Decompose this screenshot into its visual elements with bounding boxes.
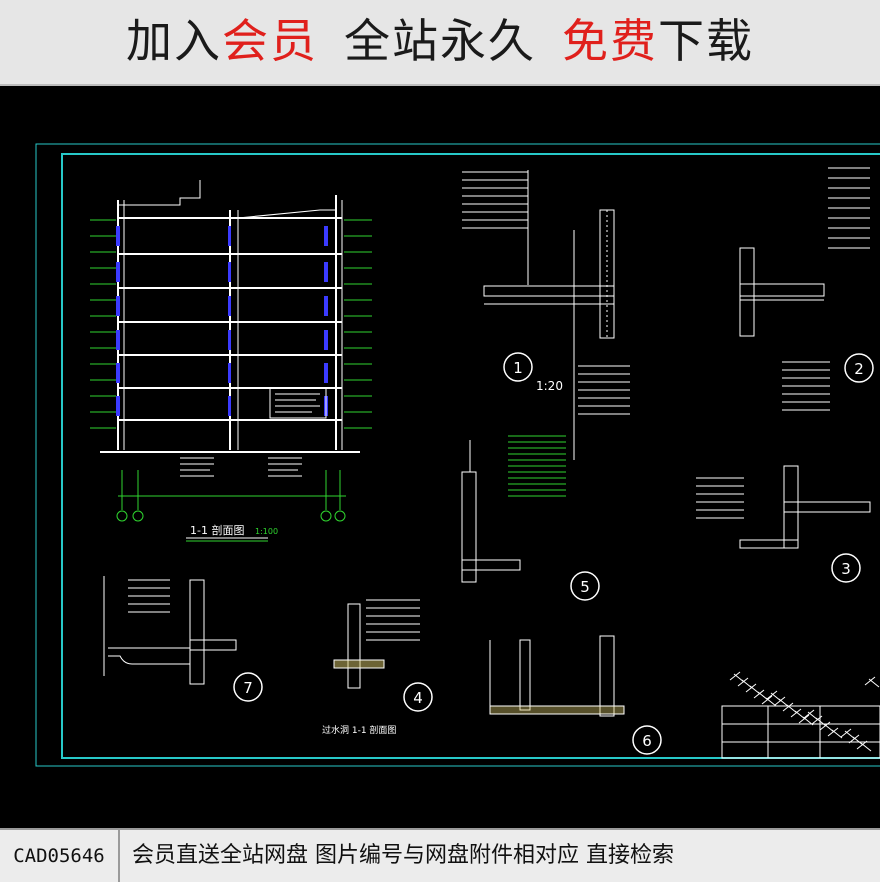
detail-callout-2 xyxy=(844,353,874,383)
detail-callout-5 xyxy=(570,571,600,601)
detail-7: 7 xyxy=(103,576,263,702)
title-block xyxy=(721,671,880,759)
promo-text-member: 会员 xyxy=(222,14,318,68)
promo-text-join: 加入 xyxy=(126,14,222,68)
detail-1: 1 1:20 xyxy=(462,170,630,460)
detail-2: 2 xyxy=(739,167,874,411)
promo-text-sitewide: 全站永久 xyxy=(344,14,536,68)
detail-callout-4 xyxy=(403,682,433,712)
detail-number-4: 4 xyxy=(413,689,423,707)
outer-frame xyxy=(35,143,880,767)
drawing-code: CAD05646 xyxy=(0,830,120,882)
detail-5: 5 xyxy=(461,435,600,601)
promo-text-free: 免费 xyxy=(562,14,658,68)
detail-callout-6 xyxy=(632,725,662,755)
detail-number-1: 1 xyxy=(513,359,523,377)
detail-callout-3 xyxy=(831,553,861,583)
detail-callout-1 xyxy=(503,352,533,382)
detail-6: 6 xyxy=(489,635,662,755)
footer-caption: 会员直送全站网盘 图片编号与网盘附件相对应 直接检索 xyxy=(132,843,674,868)
detail-callout-7 xyxy=(233,672,263,702)
detail-3: 3 xyxy=(696,465,871,583)
detail-number-3: 3 xyxy=(841,560,851,578)
promo-text-download: 下载 xyxy=(658,14,754,68)
section-elevation: 1-1 剖面图 1:100 xyxy=(90,180,372,542)
detail-number-7: 7 xyxy=(243,679,253,697)
detail-4: 4 过水洞 1-1 剖面图 xyxy=(322,599,433,736)
promo-banner: 加入会员全站永久免费下载 xyxy=(0,0,880,86)
section-scale: 1:100 xyxy=(255,527,278,536)
section-title: 1-1 剖面图 xyxy=(190,523,244,537)
detail-number-2: 2 xyxy=(854,360,864,378)
promo-headline: 加入会员全站永久免费下载 xyxy=(0,6,880,76)
cad-drawing: 1-1 剖面图 1:100 1 1:20 2 3 xyxy=(35,143,880,767)
footer-bar: CAD05646 会员直送全站网盘 图片编号与网盘附件相对应 直接检索 xyxy=(0,828,880,882)
detail-1-scale: 1:20 xyxy=(536,379,563,393)
inner-frame xyxy=(61,153,880,759)
detail-number-6: 6 xyxy=(642,732,652,750)
cad-drawing-canvas: 1-1 剖面图 1:100 1 1:20 2 3 xyxy=(0,86,880,828)
culvert-section-note: 过水洞 1-1 剖面图 xyxy=(322,724,396,736)
detail-number-5: 5 xyxy=(580,578,590,596)
